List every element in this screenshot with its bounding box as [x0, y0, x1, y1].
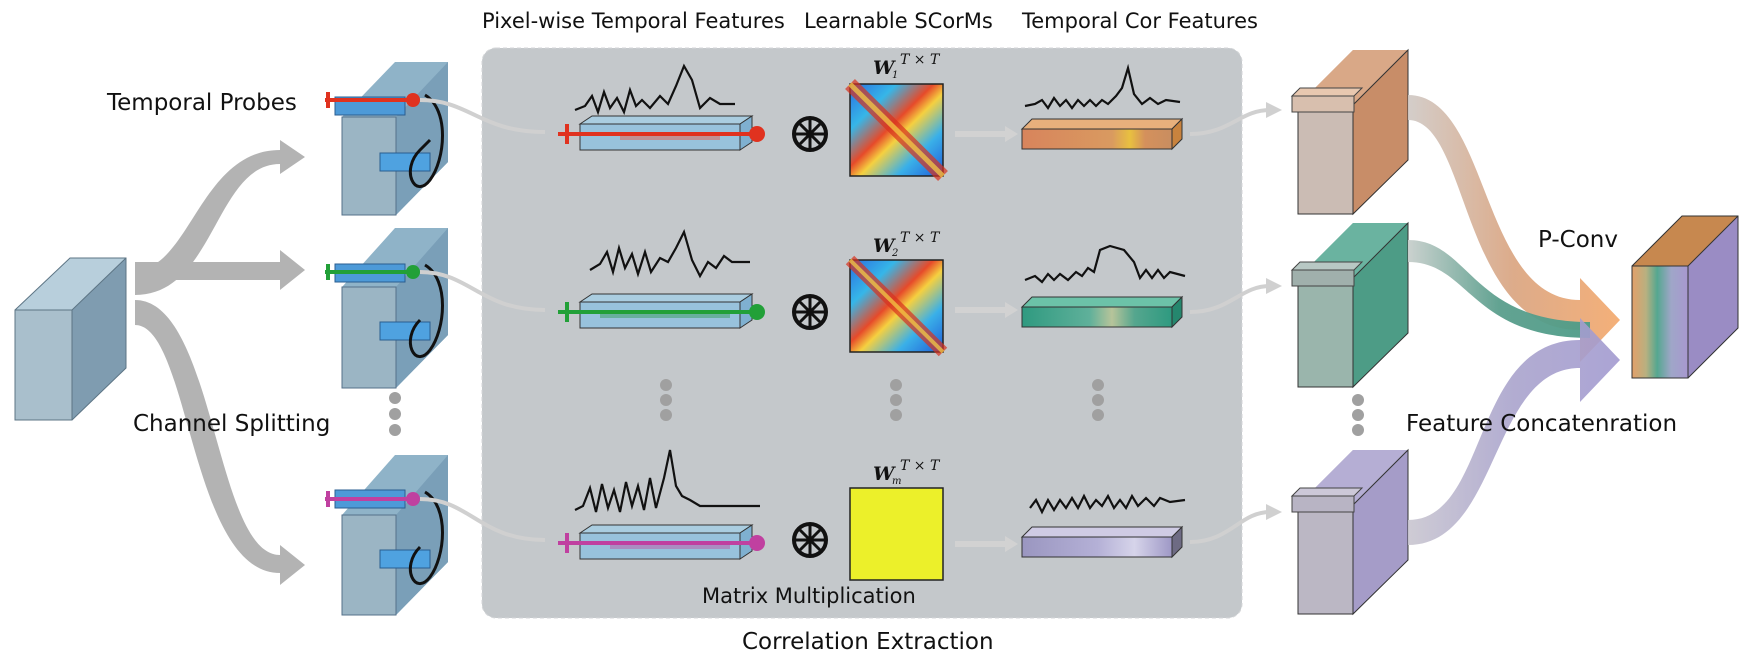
scorms-title: Learnable SCorMs — [804, 9, 993, 33]
scorm-heatmap-2 — [845, 255, 948, 357]
probe-cube-1 — [325, 62, 448, 216]
correlation-extraction-label: Correlation Extraction — [742, 629, 994, 655]
pixelwise-features-title: Pixel-wise Temporal Features — [482, 9, 785, 33]
weight-label-2: W 2 T × T — [873, 230, 941, 259]
input-cube — [14, 257, 127, 421]
heatmap-to-cor-arrows — [955, 126, 1018, 552]
weight-3-letter: W — [873, 463, 896, 485]
right-ellipsis — [1352, 394, 1364, 436]
scorm-heatmap-1 — [845, 79, 948, 181]
cor-bar-1 — [1020, 117, 1184, 151]
convolution-operator-2 — [792, 294, 828, 330]
weight-2-superscript: T × T — [900, 230, 941, 246]
cor-bar-3 — [1020, 525, 1184, 559]
weight-3-subscript: m — [892, 476, 901, 487]
temporal-cor-features-title: Temporal Cor Features — [1021, 9, 1258, 33]
weight-1-superscript: T × T — [900, 52, 941, 68]
pixelwise-bar-1 — [558, 115, 765, 151]
signal-waves-cor — [1024, 63, 1186, 515]
weight-2-letter: W — [873, 235, 896, 257]
channel-splitting-arrows — [135, 140, 305, 585]
concatenated-output-cube — [1631, 215, 1739, 379]
output-cube-1 — [1290, 48, 1409, 216]
weight-1-subscript: 1 — [892, 70, 898, 81]
probe-cube-2 — [325, 228, 448, 389]
pixelwise-bar-3 — [558, 524, 765, 560]
cor-arrow-heads — [1266, 102, 1282, 520]
convolution-operator-3 — [792, 522, 828, 558]
matrix-multiplication-label: Matrix Multiplication — [702, 584, 916, 608]
pconv-label: P-Conv — [1538, 227, 1618, 253]
scorm-heatmap-3 — [849, 487, 944, 581]
left-ellipsis — [389, 392, 401, 436]
weight-label-1: W 1 T × T — [873, 52, 941, 81]
weight-label-3: W m T × T — [873, 458, 941, 487]
probe-cube-3 — [325, 455, 448, 616]
probe-to-feature-arrows — [419, 98, 546, 542]
middle-ellipses — [660, 379, 1104, 421]
weight-3-superscript: T × T — [900, 458, 941, 474]
channel-splitting-label: Channel Splitting — [133, 411, 330, 437]
output-cube-3 — [1290, 448, 1409, 616]
temporal-probes-label: Temporal Probes — [106, 90, 297, 116]
pixelwise-bar-2 — [558, 293, 765, 329]
cor-bar-2 — [1020, 295, 1184, 329]
feature-concatenation-label: Feature Concatenration — [1406, 411, 1677, 437]
weight-1-letter: W — [873, 57, 896, 79]
weight-2-subscript: 2 — [891, 248, 898, 259]
concatenation-arrows — [1408, 95, 1620, 545]
output-cube-2 — [1290, 221, 1409, 389]
signal-waves-input — [574, 63, 760, 513]
convolution-operator-1 — [792, 116, 828, 152]
cor-to-output-arrows — [1189, 108, 1271, 544]
